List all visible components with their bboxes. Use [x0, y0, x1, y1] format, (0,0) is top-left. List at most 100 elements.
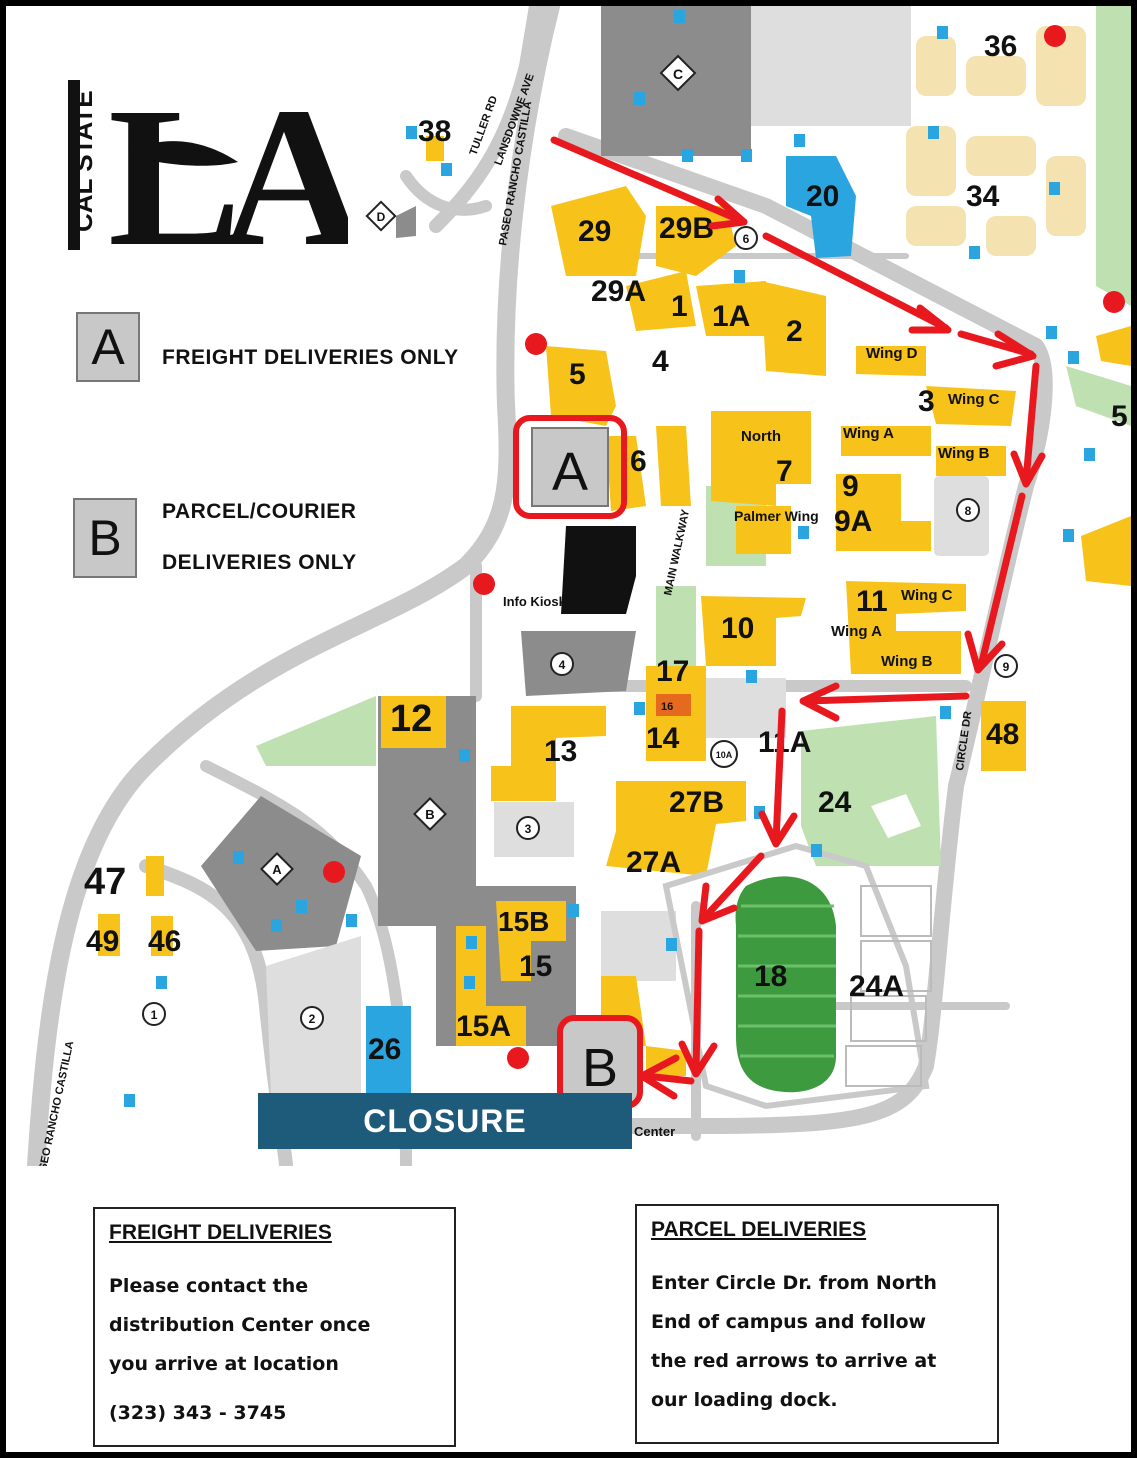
- label-center: Center: [634, 1124, 675, 1139]
- parcel-line-2: End of campus and follow: [651, 1311, 927, 1333]
- grass-area: [256, 696, 376, 766]
- parking-structure-a-marker: A: [260, 852, 294, 886]
- svg-text:6: 6: [743, 232, 750, 246]
- label-11-wing-b: Wing B: [881, 653, 933, 670]
- label-26: 26: [368, 1033, 401, 1066]
- parcel-deliveries-box: PARCEL DELIVERIES Enter Circle Dr. from …: [635, 1204, 999, 1444]
- label-9: 9: [842, 470, 859, 503]
- label-11: 11: [856, 585, 888, 618]
- label-north: North: [741, 428, 781, 445]
- label-12: 12: [390, 698, 432, 740]
- legend-a-text: FREIGHT DELIVERIES ONLY: [162, 346, 459, 369]
- label-24: 24: [818, 786, 852, 819]
- label-wing-b: Wing B: [938, 445, 990, 462]
- label-6: 6: [630, 445, 647, 478]
- construction-building: [561, 526, 636, 614]
- svg-text:1: 1: [151, 1008, 158, 1022]
- label-1a: 1A: [712, 300, 750, 333]
- marker-b-parcel: B: [557, 1015, 643, 1109]
- label-48: 48: [986, 718, 1019, 751]
- label-49: 49: [86, 925, 119, 958]
- label-15a: 15A: [456, 1010, 511, 1043]
- label-7: 7: [776, 455, 793, 488]
- label-2: 2: [786, 315, 803, 348]
- label-11a: 11A: [758, 726, 811, 759]
- legend-b-box: B: [73, 498, 137, 578]
- parcel-title: PARCEL DELIVERIES: [651, 1218, 867, 1241]
- grass-area: [1066, 366, 1131, 426]
- svg-text:A: A: [552, 442, 588, 502]
- label-34: 34: [966, 180, 1000, 213]
- baseball-diamond: [871, 794, 921, 838]
- label-18: 18: [754, 960, 787, 993]
- label-10: 10: [721, 612, 754, 645]
- svg-text:B: B: [582, 1038, 618, 1098]
- logo-small-text: CAL STATE: [68, 90, 98, 232]
- street-label-main-walkway: MAIN WALKWAY: [662, 508, 692, 597]
- freight-line-3: you arrive at location: [109, 1353, 339, 1375]
- svg-text:10A: 10A: [716, 750, 733, 760]
- cal-state-la-logo: CAL STATE LA: [68, 67, 384, 288]
- svg-text:2: 2: [309, 1012, 316, 1026]
- legend-b-text-2: DELIVERIES ONLY: [162, 551, 357, 574]
- building-labels: 29 29B 29A 1 1A 2 4 5 6 7 North Palmer W…: [84, 30, 1128, 1139]
- parcel-line-1: Enter Circle Dr. from North: [651, 1272, 937, 1294]
- parking-lot-1-marker: 1: [142, 1002, 166, 1026]
- label-29a: 29A: [591, 275, 646, 308]
- label-20: 20: [806, 180, 839, 213]
- svg-text:C: C: [673, 66, 683, 82]
- tennis-courts: [845, 885, 932, 1087]
- label-15: 15: [519, 950, 552, 983]
- label-29: 29: [578, 215, 611, 248]
- freight-line-2: distribution Center once: [109, 1314, 371, 1336]
- campus-map-page: TULLER RD LANSDOWNE AVE PASEO RANCHO CAS…: [6, 6, 1131, 1452]
- legend-a-box: A: [76, 312, 140, 382]
- parking-structure-c-marker: C: [659, 54, 697, 92]
- parking-structure-d-marker: D: [365, 200, 397, 232]
- label-15b: 15B: [498, 906, 549, 937]
- parking-structure-b-marker: B: [413, 797, 447, 831]
- parking-lot-10a-marker: 10A: [710, 740, 738, 768]
- legend-b-text-1: PARCEL/COURIER: [162, 500, 357, 523]
- freight-deliveries-box: FREIGHT DELIVERIES Please contact the di…: [93, 1207, 456, 1447]
- parking-lot-2-marker: 2: [300, 1006, 324, 1030]
- label-wing-c: Wing C: [948, 391, 1000, 408]
- label-27b: 27B: [669, 786, 724, 819]
- svg-text:A: A: [272, 862, 282, 877]
- building-26: [366, 1006, 411, 1096]
- label-27a: 27A: [626, 846, 681, 879]
- field-stripes: [738, 904, 836, 1058]
- label-5-east: 5: [1111, 400, 1128, 433]
- transit-stop-markers: [323, 25, 1125, 1069]
- svg-text:D: D: [377, 210, 386, 224]
- freight-title: FREIGHT DELIVERIES: [109, 1221, 332, 1244]
- svg-text:4: 4: [559, 658, 566, 672]
- label-29b: 29B: [659, 212, 714, 245]
- freight-line-1: Please contact the: [109, 1275, 309, 1297]
- closure-banner: CLOSURE: [258, 1093, 632, 1149]
- label-9a: 9A: [834, 505, 872, 538]
- logo-graphic: CAL STATE LA: [68, 67, 384, 288]
- accessibility-markers: [124, 10, 1095, 1107]
- label-1: 1: [671, 290, 688, 323]
- logo-big-text: LA: [108, 72, 348, 252]
- marker-a-freight: A: [513, 415, 627, 519]
- parking-lot-6-marker: 6: [734, 226, 758, 250]
- parking-lot-9-marker: 9: [994, 654, 1018, 678]
- parking-signs: C D A B 1 2 3 4 6 8 9 10A: [142, 54, 1018, 1030]
- parcel-route-arrows: [550, 136, 1046, 1100]
- building-20: [786, 156, 856, 258]
- student-housing: [906, 26, 1086, 256]
- label-5: 5: [569, 358, 586, 391]
- svg-text:B: B: [425, 807, 434, 822]
- label-wing-a: Wing A: [843, 425, 894, 442]
- label-info-kiosk: Info Kiosk: [503, 594, 567, 609]
- label-palmer: Palmer Wing: [734, 508, 819, 524]
- label-16: 16: [661, 701, 673, 713]
- eagle-wing-icon: [128, 141, 238, 166]
- label-11-wing-c: Wing C: [901, 587, 953, 604]
- svg-text:9: 9: [1003, 660, 1010, 674]
- label-13: 13: [544, 735, 577, 768]
- parking-lot-4-marker: 4: [550, 652, 574, 676]
- grass-area: [1096, 6, 1131, 306]
